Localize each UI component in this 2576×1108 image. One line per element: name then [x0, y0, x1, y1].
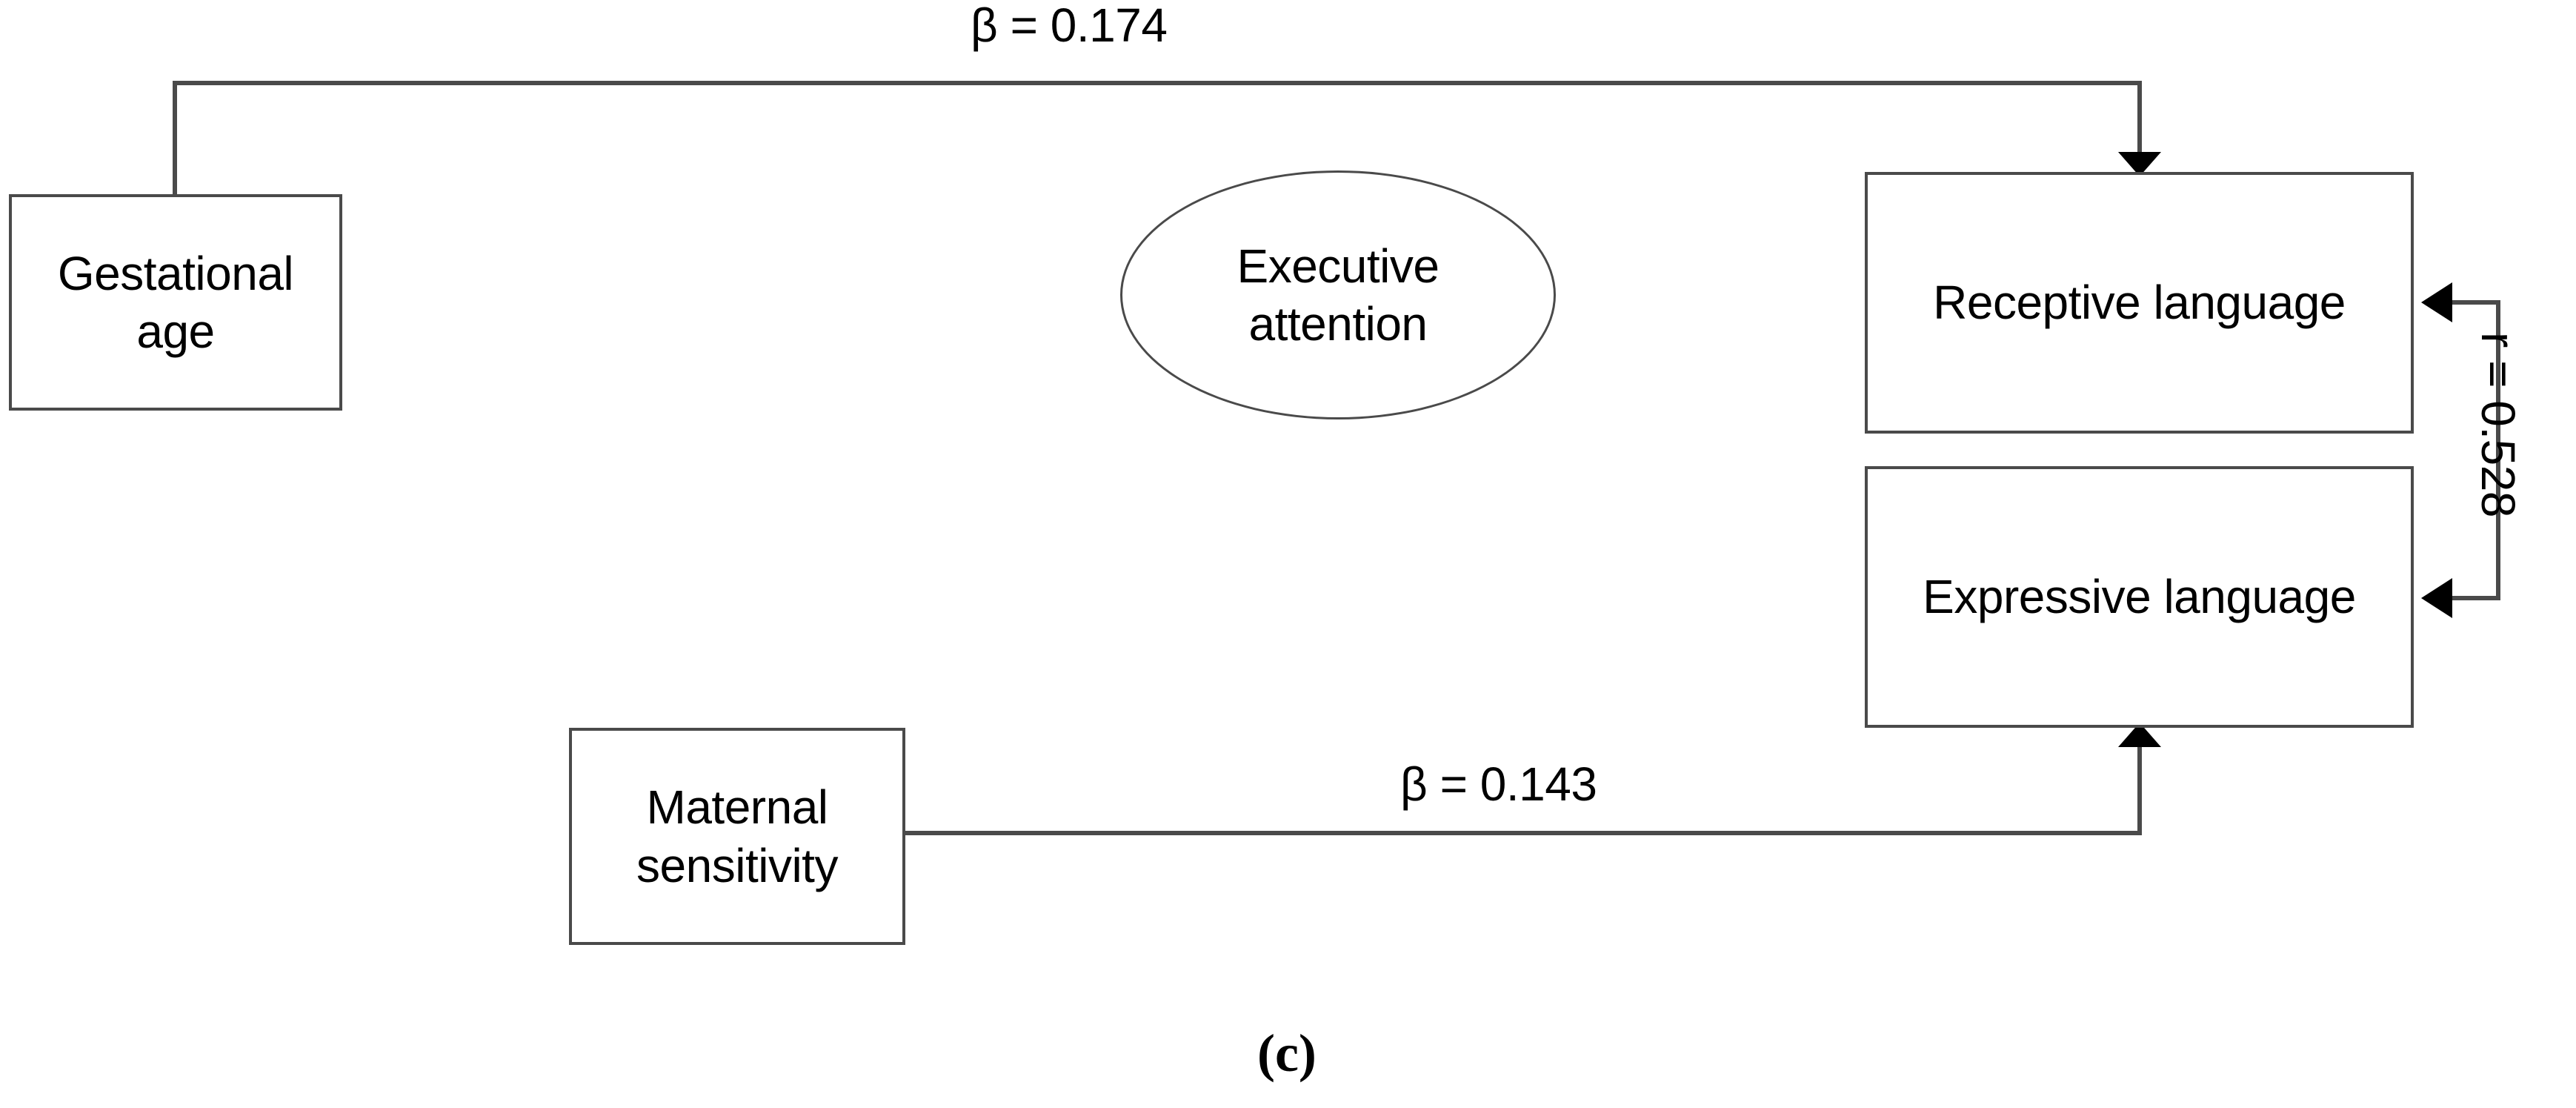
edge-maternal-sensitivity-to-expressive-language — [905, 723, 2161, 835]
node-gestational-age-label-line2: age — [136, 305, 215, 358]
arrowhead-down-icon — [2118, 152, 2161, 176]
edge-gestational-age-to-receptive-language — [173, 81, 2161, 194]
edge-label-r-receptive-expressive: r = 0.528 — [2472, 332, 2525, 517]
edge-label-beta-maternal-expressive: β = 0.143 — [1400, 757, 1597, 811]
node-gestational-age-label: Gestational age — [57, 245, 294, 360]
node-executive-attention-label-line1: Executive — [1237, 239, 1440, 293]
edge-receptive-to-expressive-correlation — [2421, 282, 2500, 618]
node-expressive-language[interactable]: Expressive language — [1865, 466, 2414, 728]
node-receptive-language-label: Receptive language — [1933, 276, 2346, 330]
node-receptive-language[interactable]: Receptive language — [1865, 172, 2414, 434]
node-executive-attention-label-line2: attention — [1248, 297, 1428, 351]
edge-label-beta-gestational-receptive: β = 0.174 — [971, 0, 1168, 52]
node-gestational-age-label-line1: Gestational — [57, 246, 294, 300]
panel-caption: (c) — [1257, 1024, 1317, 1083]
arrowhead-left-upper-icon — [2421, 282, 2452, 322]
arrowhead-up-icon — [2118, 723, 2161, 747]
node-maternal-sensitivity-label-line1: Maternal — [646, 780, 829, 835]
node-executive-attention-label: Executive attention — [1237, 237, 1440, 353]
node-executive-attention[interactable]: Executive attention — [1120, 170, 1556, 419]
node-maternal-sensitivity-label-line2: sensitivity — [636, 838, 838, 892]
node-gestational-age[interactable]: Gestational age — [9, 194, 342, 411]
arrowhead-left-lower-icon — [2421, 578, 2452, 618]
node-maternal-sensitivity[interactable]: Maternal sensitivity — [569, 728, 905, 945]
node-maternal-sensitivity-label: Maternal sensitivity — [636, 778, 838, 894]
node-expressive-language-label: Expressive language — [1923, 570, 2356, 624]
